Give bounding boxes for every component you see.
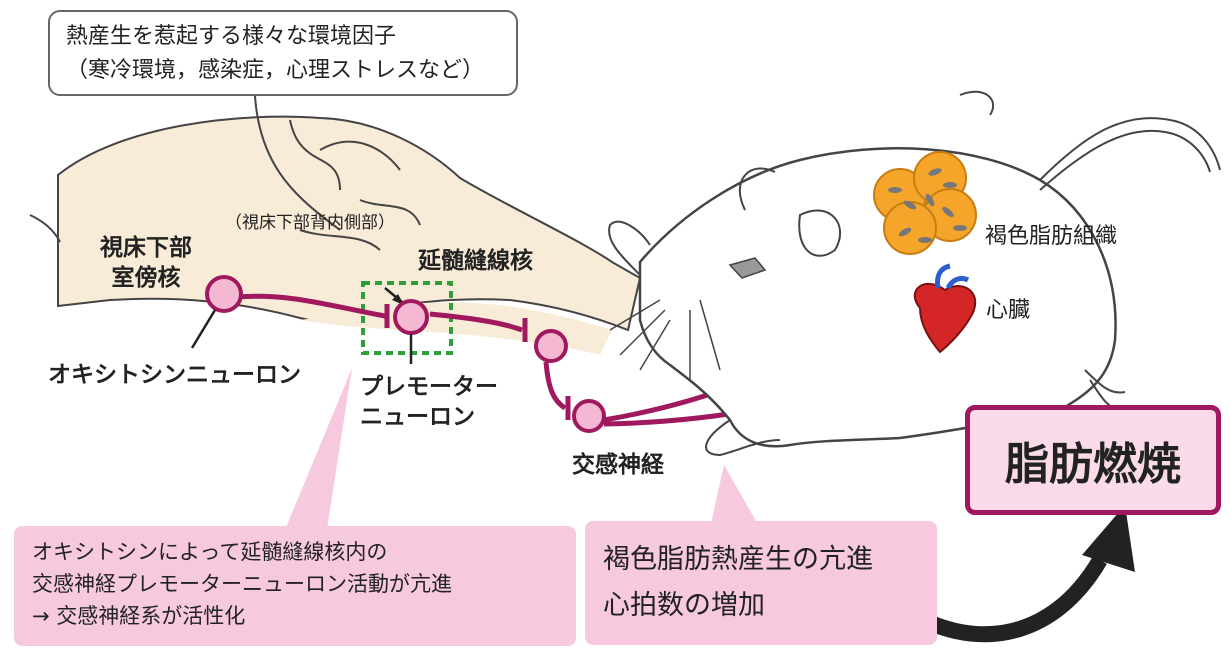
dmh-label: （視床下部背内側部） [225, 213, 395, 233]
raphe-label: 延髄縫線核 [418, 248, 533, 274]
heart-icon [913, 263, 977, 354]
fat-burning-result: 脂肪燃焼 [965, 405, 1221, 515]
mechanism-line-1: オキシトシンによって延髄縫線核内の [32, 540, 388, 564]
premotor-neuron-label: プレモーター ニューロン [360, 374, 498, 430]
sympathetic-neuron [572, 399, 606, 433]
pvn-oxytocin-neuron [205, 275, 243, 313]
mechanism-box: オキシトシンによって延髄縫線核内の 交感神経プレモーターニューロン活動が亢進 →… [14, 526, 576, 646]
bat-label: 褐色脂肪組織 [985, 224, 1118, 249]
effects-box: 褐色脂肪熱産生の亢進 心拍数の増加 [585, 521, 937, 645]
pathway-raphe-to-medulla [429, 311, 523, 333]
brain-outline [57, 115, 642, 332]
oxytocin-neuron-label: オキシトシンニューロン [48, 362, 301, 388]
mechanism-line-3: → 交感神経系が活性化 [32, 604, 246, 628]
mouse-eye [728, 257, 767, 279]
premotor-neuron [393, 299, 429, 335]
effects-line-1: 褐色脂肪熱産生の亢進 [603, 544, 873, 575]
callout-line-2: （寒冷環境，感染症，心理ストレスなど） [66, 58, 485, 83]
callout-line-1: 熱産生を惹起する様々な環境因子 [66, 24, 397, 49]
pathway-pvn-to-raphe [237, 293, 386, 319]
pvn-label: 視床下部 室傍核 [100, 235, 192, 291]
environment-factors-callout: 熱産生を惹起する様々な環境因子 （寒冷環境，感染症，心理ストレスなど） [48, 10, 518, 96]
heart-label: 心臓 [986, 298, 1031, 323]
mechanism-line-2: 交感神経プレモーターニューロン活動が亢進 [32, 572, 452, 596]
effects-line-2: 心拍数の増加 [603, 590, 765, 621]
bat-tissue-icon [873, 151, 977, 255]
sympathetic-label: 交感神経 [572, 452, 664, 478]
medulla-neuron [534, 329, 568, 363]
